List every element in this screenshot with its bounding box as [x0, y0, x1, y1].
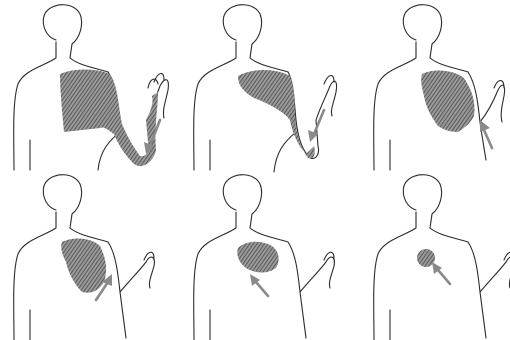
arrow-down [308, 110, 324, 142]
arrow-up [432, 262, 450, 284]
pain-area [238, 70, 315, 158]
panel-6 [374, 175, 510, 340]
panel-2 [194, 5, 337, 172]
pain-area [417, 249, 435, 267]
pain-area [60, 70, 158, 167]
figure-outline [374, 175, 510, 340]
arrow-up [250, 274, 268, 296]
pain-area [421, 71, 474, 132]
panel-3 [374, 5, 505, 170]
panel-5 [194, 175, 335, 340]
pain-area [61, 239, 106, 293]
panel-1 [14, 5, 169, 170]
panel-4 [14, 175, 155, 340]
pain-area [237, 242, 278, 273]
